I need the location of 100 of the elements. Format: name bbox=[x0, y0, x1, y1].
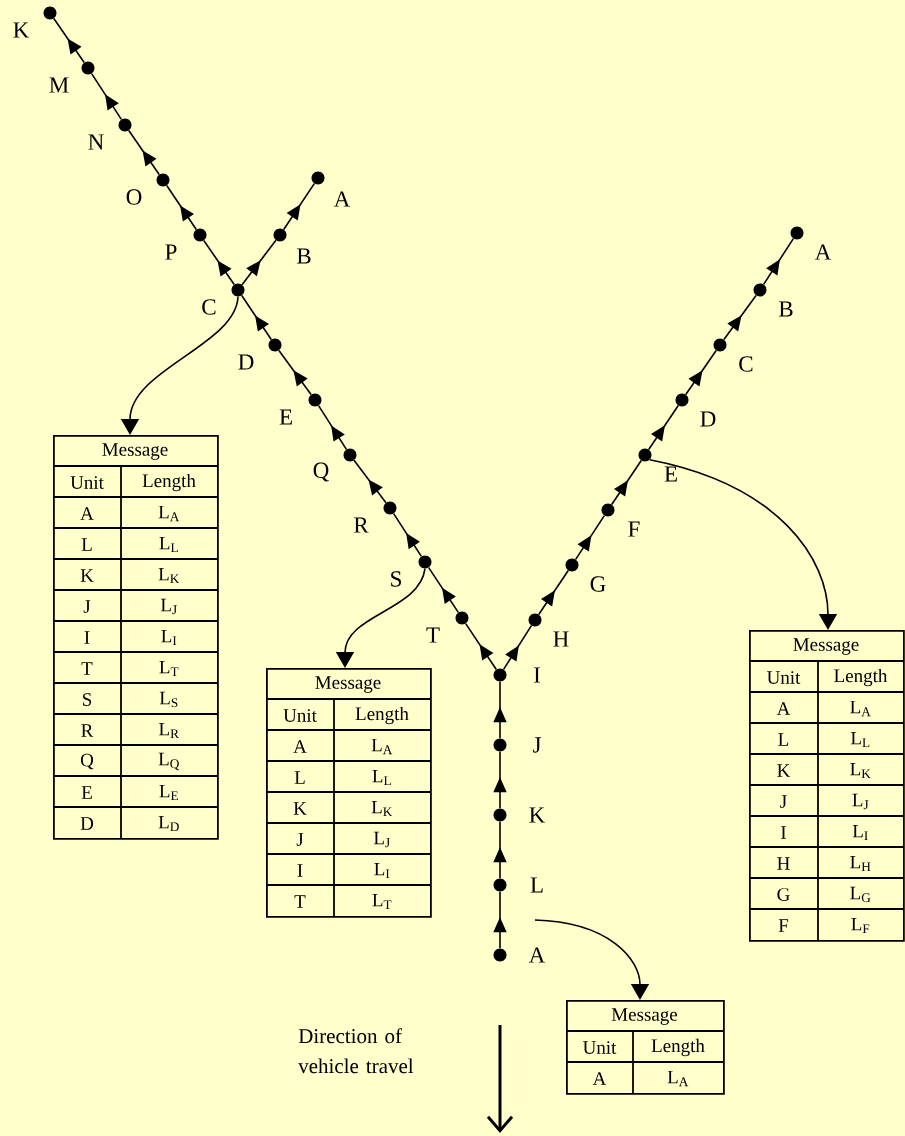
table-cell-text: L$_{K}$ bbox=[371, 800, 393, 817]
table-cell-text: F bbox=[778, 919, 789, 932]
arrow bbox=[240, 294, 273, 341]
arrow bbox=[574, 514, 606, 561]
point-label: N bbox=[88, 134, 104, 150]
arrow bbox=[203, 239, 235, 286]
table-cell-text: Length bbox=[355, 706, 409, 725]
table-cell-text: D bbox=[80, 817, 94, 830]
table-cell-text: L$_{G}$ bbox=[850, 886, 871, 903]
table-cell-text: Unit bbox=[767, 671, 801, 684]
arrow bbox=[723, 294, 757, 341]
point-label: H bbox=[553, 631, 569, 647]
point-label: A bbox=[814, 244, 832, 260]
message-table bbox=[748, 630, 905, 942]
table-cell-text: Length bbox=[142, 473, 196, 492]
table-cell-text: S bbox=[83, 693, 92, 706]
table-cell-text: K bbox=[293, 802, 307, 815]
point-label: M bbox=[49, 77, 69, 93]
point-label: Q bbox=[313, 462, 329, 482]
table-cell-text: L$_{R}$ bbox=[159, 722, 179, 739]
point-label: F bbox=[628, 521, 640, 537]
table-cell-text: J bbox=[296, 833, 304, 846]
table-cell-text: R bbox=[81, 724, 94, 737]
table-cell-text: I bbox=[297, 864, 303, 877]
table-cell-text: L$_{I}$ bbox=[161, 629, 177, 646]
table-cell-text: L bbox=[294, 771, 305, 784]
point-label: D bbox=[238, 354, 254, 370]
point-label: T bbox=[426, 627, 440, 643]
table-cell-text: L$_{F}$ bbox=[851, 917, 870, 934]
point-label: E bbox=[664, 466, 677, 482]
table-cell-text: J bbox=[780, 795, 787, 808]
table-cell-text: J bbox=[83, 600, 91, 613]
table-cell-text: L$_{I}$ bbox=[374, 862, 390, 879]
table-cell-text: L$_{A}$ bbox=[850, 700, 871, 717]
table-cell-text: I bbox=[84, 631, 90, 644]
table-cell-text: L$_{A}$ bbox=[667, 1070, 689, 1087]
point-label: O bbox=[126, 189, 142, 205]
arrow bbox=[282, 182, 316, 231]
table-cell-text: L$_{L}$ bbox=[159, 536, 178, 553]
table-cell-text: L$_{A}$ bbox=[371, 738, 393, 755]
curved-arrow bbox=[648, 458, 838, 630]
table-cell-text: L$_{Q}$ bbox=[158, 752, 180, 771]
table-cell-text: Unit bbox=[283, 709, 317, 722]
arrow bbox=[493, 890, 507, 950]
point-label: E bbox=[279, 409, 292, 425]
table-cell-text: L$_{D}$ bbox=[158, 815, 179, 832]
point-label: C bbox=[202, 299, 216, 315]
arrow bbox=[241, 239, 277, 286]
table-cell-text: A bbox=[592, 1072, 607, 1085]
arrow bbox=[353, 459, 387, 504]
arrow bbox=[392, 512, 423, 558]
table-cell-text: Unit bbox=[70, 476, 104, 489]
table-cell-text: L$_{L}$ bbox=[372, 769, 391, 786]
arrow bbox=[317, 404, 348, 451]
point-label: A bbox=[528, 947, 546, 963]
table-cell-text: L$_{J}$ bbox=[373, 831, 390, 848]
arrow bbox=[610, 459, 643, 506]
arrow bbox=[165, 184, 198, 231]
point-label: S bbox=[391, 571, 401, 587]
table-cell-text: A bbox=[80, 507, 94, 520]
table-cell-text: Length bbox=[834, 668, 888, 687]
point-label: K bbox=[13, 22, 30, 38]
table-cell-text: L$_{A}$ bbox=[158, 505, 180, 522]
table-cell-text: L$_{H}$ bbox=[850, 855, 871, 872]
arrow bbox=[502, 624, 533, 671]
point-label: B bbox=[779, 301, 793, 317]
arrow bbox=[493, 820, 507, 880]
table-cell-text: E bbox=[81, 786, 92, 799]
caption-text: Direction of vehicle travel bbox=[298, 1028, 414, 1074]
point-label: A bbox=[333, 191, 351, 207]
arrow bbox=[685, 349, 717, 396]
arrow bbox=[427, 566, 460, 614]
table-cell-text: L$_{I}$ bbox=[852, 824, 868, 841]
table-cell-text: Message bbox=[611, 1008, 678, 1025]
arrow bbox=[90, 72, 123, 121]
table-cell-text: L bbox=[81, 538, 92, 551]
table-cell-text: G bbox=[777, 888, 790, 901]
table-cell-text: T bbox=[81, 662, 93, 675]
table-cell-text: Message bbox=[315, 676, 381, 693]
point-label: L bbox=[530, 877, 543, 893]
table-cell-text: L$_{J}$ bbox=[160, 598, 177, 615]
arrow bbox=[537, 569, 570, 616]
point-label: J bbox=[533, 737, 541, 753]
arrow bbox=[647, 404, 680, 451]
point-label: B bbox=[297, 248, 311, 264]
arrow bbox=[762, 237, 795, 286]
point-label: G bbox=[590, 576, 606, 592]
arrow bbox=[493, 750, 507, 810]
point-label: C bbox=[739, 356, 753, 372]
table-cell-text: L$_{L}$ bbox=[850, 731, 870, 748]
curved-arrow bbox=[534, 919, 650, 1000]
message-table bbox=[52, 435, 219, 840]
point-label: R bbox=[354, 517, 369, 533]
table-cell-text: L$_{T}$ bbox=[159, 660, 179, 677]
table-cell-text: L$_{J}$ bbox=[852, 793, 869, 810]
table-cell-text: L$_{K}$ bbox=[850, 762, 871, 779]
arrow bbox=[128, 129, 160, 176]
table-cell-text: Q bbox=[80, 753, 94, 770]
table-cell-text: I bbox=[781, 826, 786, 839]
table-cell-text: Unit bbox=[583, 1041, 617, 1054]
